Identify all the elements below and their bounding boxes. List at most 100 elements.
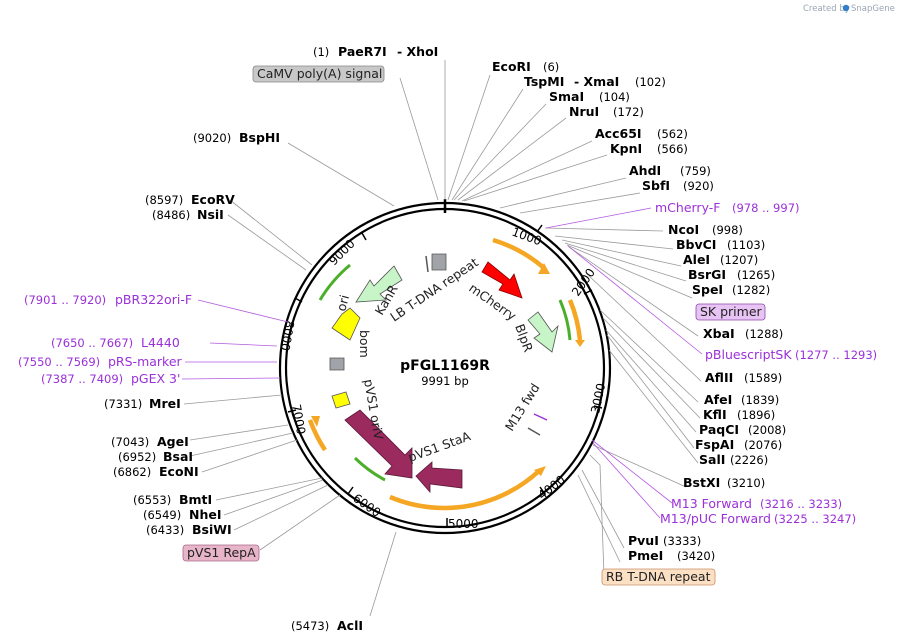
rb-tdna-label: RB T-DNA repeat <box>606 569 711 584</box>
pvs1-repa-label: pVS1 RepA <box>187 545 256 560</box>
bom-feature-box[interactable] <box>329 357 345 371</box>
enzyme-ecorv-pos: (8597) <box>145 193 183 207</box>
primer-leaders-right <box>545 207 703 519</box>
primer-l4440-range: (7650 .. 7667) <box>51 336 133 350</box>
enzyme-kpni-pos: (566) <box>657 142 688 156</box>
orange-feature-arcs <box>307 237 583 511</box>
enzyme-mrei-pos: (7331) <box>104 397 142 411</box>
primer-pbr322ori-f[interactable]: pBR322ori-F <box>115 292 192 307</box>
enzyme-paer7i: PaeR7I <box>338 44 387 59</box>
enzyme-ahdi-pos: (759) <box>680 164 711 178</box>
enzyme-nsii: NsiI <box>197 207 224 222</box>
pvs1-repa-box[interactable] <box>182 544 260 562</box>
credit-text: Created by <box>803 4 850 14</box>
tick-6000: 6000 <box>350 491 383 520</box>
enzyme-pmei: PmeI <box>628 548 663 563</box>
orange-arc-heads <box>311 263 585 476</box>
feature-label-bom: bom <box>357 330 372 358</box>
enzyme-smai-pos: (104) <box>599 90 630 104</box>
kanr-feature-arrow[interactable] <box>355 265 403 303</box>
enzyme-acc65i-pos: (562) <box>657 127 688 141</box>
mcherry-feature-arrow[interactable] <box>481 261 523 299</box>
primer-pgex3-range: (7387 .. 7409) <box>41 372 123 386</box>
enzyme-leaders-right <box>444 60 702 576</box>
enzyme-nhei: NheI <box>189 507 222 522</box>
enzyme-pvui: PvuI <box>628 533 659 548</box>
camv-label: CaMV poly(A) signal <box>257 66 382 81</box>
enzyme-ecori: EcoRI <box>492 59 531 74</box>
enzyme-xbai: XbaI <box>703 326 735 341</box>
primer-m13-puc-forward[interactable]: M13/pUC Forward <box>660 511 771 526</box>
primer-mcherry-f-range: (978 .. 997) <box>732 201 800 215</box>
enzyme-acc65i: Acc65I <box>595 126 642 141</box>
feature-label-pvs1-staa: pVS1 StaA <box>406 428 473 465</box>
enzyme-bsphi-pos: (9020) <box>193 131 231 145</box>
enzyme-alei-pos: (1207) <box>720 253 758 267</box>
enzyme-spei-pos: (1282) <box>732 283 770 297</box>
tick-4000: 4000 <box>535 473 568 503</box>
m13-fwd-mark-a <box>533 413 548 421</box>
enzyme-sbfi: SbfI <box>642 178 670 193</box>
primer-m13-forward[interactable]: M13 Forward <box>671 496 752 511</box>
primer-leaders-left <box>181 299 289 380</box>
green-feature-arcs <box>318 263 572 482</box>
oriv-feature-box[interactable] <box>331 391 351 409</box>
credit-brand: SnapGene <box>851 4 895 14</box>
sk-primer-label: SK primer <box>700 304 763 319</box>
bipr-feature-arrow[interactable] <box>527 311 559 353</box>
enzyme-nrui: NruI <box>569 104 599 119</box>
enzyme-ncoi: NcoI <box>668 222 699 237</box>
tick-2000: 2000 <box>569 266 598 299</box>
primer-pgex3[interactable]: pGEX 3' <box>131 371 180 386</box>
pvs1-oriv-feature-arrow[interactable] <box>344 409 413 479</box>
tick-5000: 5000 <box>448 517 479 531</box>
enzyme-bsai: BsaI <box>163 449 193 464</box>
enzyme-agei: AgeI <box>157 434 189 449</box>
tick-9000: 9000 <box>326 237 357 268</box>
enzyme-pmei-pos: (3420) <box>677 549 715 563</box>
enzyme-alei: AleI <box>683 252 710 267</box>
enzyme-kfli: KflI <box>703 407 727 422</box>
primer-m13-puc-forward-range: (3225 .. 3247) <box>774 512 856 526</box>
camv-box[interactable] <box>252 65 385 83</box>
enzyme-bstxi: BstXI <box>683 475 720 490</box>
enzyme-tspmi-extra: - XmaI <box>574 74 619 89</box>
enzyme-econi-pos: (6862) <box>113 465 151 479</box>
enzyme-spei: SpeI <box>692 282 723 297</box>
enzyme-kfli-pos: (1896) <box>737 408 775 422</box>
primer-l4440[interactable]: L4440 <box>141 335 180 350</box>
primer-prs-marker[interactable]: pRS-marker <box>108 354 183 369</box>
lb-tdna-feature-box[interactable] <box>431 253 447 271</box>
enzyme-bmti: BmtI <box>179 492 212 507</box>
enzyme-fspai-pos: (2076) <box>744 438 782 452</box>
enzyme-kpni: KpnI <box>610 141 642 156</box>
primer-mcherry-f[interactable]: mCherry-F <box>655 200 720 215</box>
primer-prs-marker-range: (7550 .. 7569) <box>18 355 100 369</box>
primer-pbluescriptsk-range: (1277 .. 1293) <box>795 348 877 362</box>
enzyme-paer7i-pos: (1) <box>313 45 329 59</box>
enzyme-aflii: AflII <box>705 370 733 385</box>
enzyme-xbai-pos: (1288) <box>745 327 783 341</box>
enzyme-ncoi-pos: (998) <box>712 223 743 237</box>
enzyme-econi: EcoNI <box>159 464 199 479</box>
sk-primer-box[interactable] <box>695 303 766 321</box>
enzyme-bbvci: BbvCI <box>676 237 716 252</box>
enzyme-sali: SalI <box>699 452 725 467</box>
ori-feature-arrow[interactable] <box>331 307 361 341</box>
rb-tdna-box[interactable] <box>601 568 716 586</box>
enzyme-nsii-pos: (8486) <box>152 208 190 222</box>
scale-ticks <box>287 224 603 527</box>
enzyme-tspmi: TspMI <box>524 74 564 89</box>
enzyme-leaders-left <box>183 77 439 617</box>
snapgene-logo-icon <box>842 4 850 12</box>
enzyme-bsai-pos: (6952) <box>118 450 156 464</box>
enzyme-aflii-pos: (1589) <box>744 371 782 385</box>
primer-pbluescriptsk[interactable]: pBluescriptSK <box>705 347 792 362</box>
enzyme-smai: SmaI <box>549 89 584 104</box>
pvs1-staa-feature-arrow[interactable] <box>415 461 463 494</box>
feature-label-m13-fwd: M13 fwd <box>502 381 543 434</box>
feature-label-bipr: BlpR <box>512 322 536 354</box>
enzyme-bstxi-pos: (3210) <box>727 476 765 490</box>
enzyme-paqci: PaqCI <box>699 422 739 437</box>
enzyme-acli-pos: (5473) <box>291 619 329 633</box>
